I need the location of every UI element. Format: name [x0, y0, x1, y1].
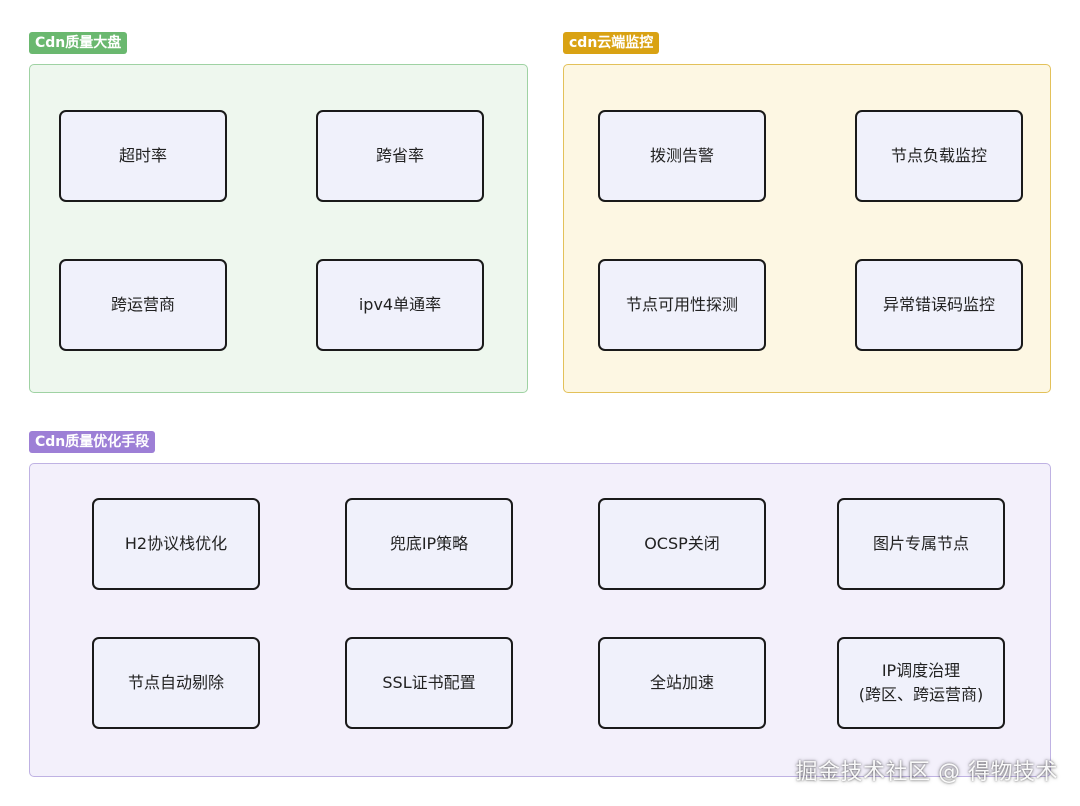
node-auto-remove[interactable]: 节点自动剔除	[92, 637, 260, 729]
node-label: 图片专属节点	[872, 534, 969, 553]
group-label-cdn-cloud-monitoring: cdn云端监控	[563, 32, 660, 54]
node-label: 兜底IP策略	[389, 534, 469, 553]
node-label: 节点可用性探测	[625, 295, 738, 314]
node-error-code-monitoring[interactable]: 异常错误码监控	[855, 259, 1023, 351]
node-label: 节点负载监控	[890, 146, 987, 165]
node-load-monitoring[interactable]: 节点负载监控	[855, 110, 1023, 202]
node-timeout-rate[interactable]: 超时率	[59, 110, 227, 202]
node-label: IP调度治理 (跨区、跨运营商)	[858, 661, 984, 704]
watermark: 掘金技术社区 @ 得物技术	[795, 760, 1058, 785]
node-label: 异常错误码监控	[882, 295, 995, 314]
node-h2-stack-optimization[interactable]: H2协议栈优化	[92, 498, 260, 590]
node-label: H2协议栈优化	[124, 534, 228, 553]
node-probe-alert[interactable]: 拨测告警	[598, 110, 766, 202]
node-full-site-acceleration[interactable]: 全站加速	[598, 637, 766, 729]
node-cross-isp[interactable]: 跨运营商	[59, 259, 227, 351]
node-ipv4-single-rate[interactable]: ipv4单通率	[316, 259, 484, 351]
node-cross-province-rate[interactable]: 跨省率	[316, 110, 484, 202]
node-ip-scheduling[interactable]: IP调度治理 (跨区、跨运营商)	[837, 637, 1005, 729]
node-label: 拨测告警	[649, 146, 714, 165]
node-label: 跨省率	[375, 146, 424, 165]
node-availability-probe[interactable]: 节点可用性探测	[598, 259, 766, 351]
node-label: SSL证书配置	[382, 673, 476, 692]
node-label: 跨运营商	[110, 295, 175, 314]
node-label: OCSP关闭	[644, 534, 720, 553]
node-fallback-ip-strategy[interactable]: 兜底IP策略	[345, 498, 513, 590]
group-label-quality-dashboard: Cdn质量大盘	[29, 32, 128, 54]
node-label: 节点自动剔除	[127, 673, 224, 692]
node-label: ipv4单通率	[358, 295, 442, 314]
group-label-quality-optimization: Cdn质量优化手段	[29, 431, 156, 453]
node-image-dedicated-nodes[interactable]: 图片专属节点	[837, 498, 1005, 590]
node-label: 超时率	[118, 146, 167, 165]
node-ssl-cert-config[interactable]: SSL证书配置	[345, 637, 513, 729]
node-ocsp-off[interactable]: OCSP关闭	[598, 498, 766, 590]
node-label: 全站加速	[649, 673, 714, 692]
